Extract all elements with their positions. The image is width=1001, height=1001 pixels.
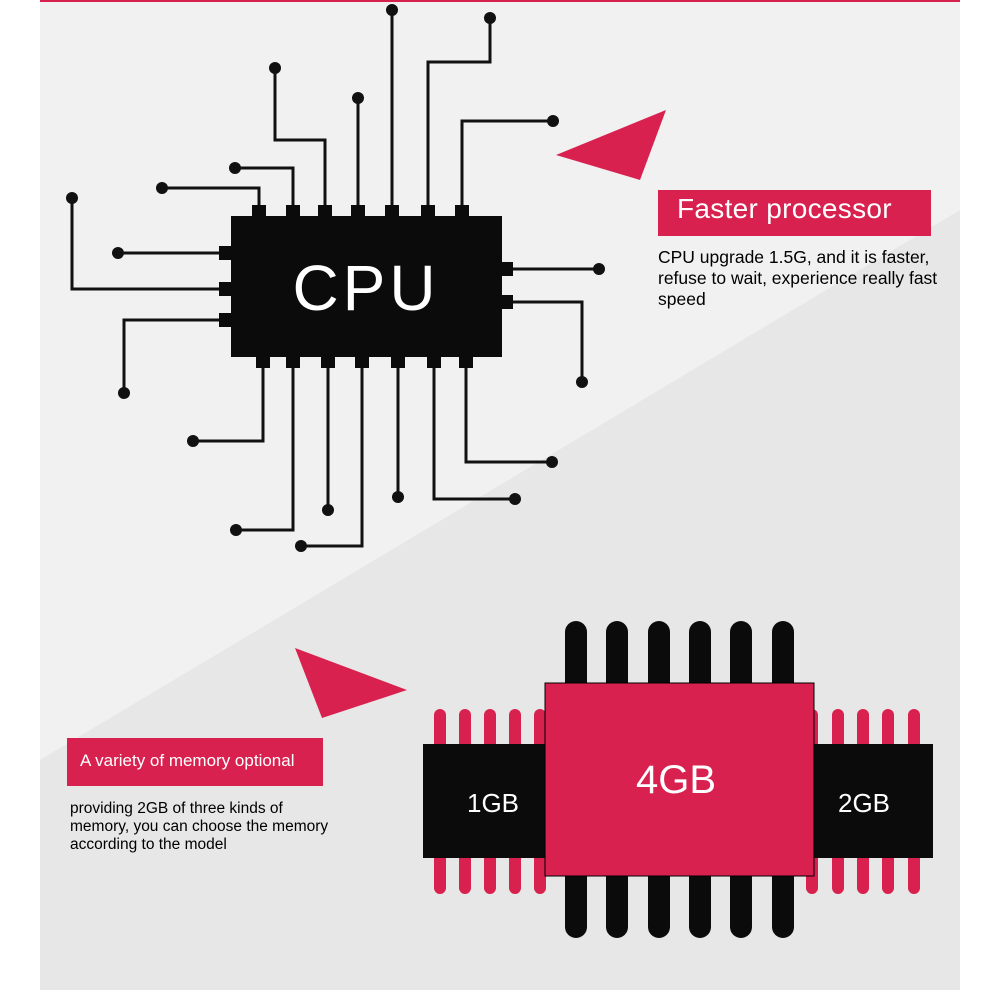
memory-option-1gb: 1GB — [467, 788, 519, 818]
cpu-pin — [499, 295, 513, 309]
memory-pin — [730, 866, 752, 938]
cpu-pin — [321, 354, 335, 368]
memory-side-pin — [484, 852, 496, 894]
cpu-pin — [286, 205, 300, 219]
memory-side-pin — [832, 709, 844, 751]
cpu-pin — [499, 262, 513, 276]
cpu-chip — [231, 216, 502, 357]
memory-pin — [565, 866, 587, 938]
memory-side-pin — [908, 709, 920, 751]
cpu-pin — [427, 354, 441, 368]
memory-pin — [648, 621, 670, 695]
cpu-pin — [459, 354, 473, 368]
cpu-pin — [219, 313, 233, 327]
cpu-chip-label: CPU — [292, 252, 439, 324]
memory-pin — [689, 621, 711, 695]
memory-pointer-triangle — [295, 648, 407, 718]
memory-side-pin — [882, 709, 894, 751]
memory-side-pins — [434, 709, 920, 894]
memory-pin — [648, 866, 670, 938]
memory-pin — [606, 621, 628, 695]
memory-module-1gb — [423, 744, 545, 858]
cpu-pin — [318, 205, 332, 219]
cpu-pin — [351, 205, 365, 219]
cpu-pin — [385, 205, 399, 219]
memory-side-pin — [534, 709, 546, 751]
top-accent-line — [40, 0, 960, 2]
cpu-pin — [219, 246, 233, 260]
cpu-pin — [256, 354, 270, 368]
cpu-description: CPU upgrade 1.5G, and it is faster, refu… — [658, 247, 938, 309]
memory-option-2gb: 2GB — [838, 788, 890, 818]
memory-side-pin — [857, 852, 869, 894]
cpu-pin — [286, 354, 300, 368]
memory-pin — [772, 621, 794, 695]
memory-pin — [730, 621, 752, 695]
cpu-pin — [455, 205, 469, 219]
memory-side-pin — [882, 852, 894, 894]
cpu-pin — [391, 354, 405, 368]
memory-main-pins — [565, 621, 794, 938]
memory-side-pin — [484, 709, 496, 751]
memory-side-pin — [459, 709, 471, 751]
memory-pin — [772, 866, 794, 938]
memory-side-pin — [434, 709, 446, 751]
cpu-trace-endpoints — [66, 4, 605, 552]
memory-pin — [689, 866, 711, 938]
memory-side-pin — [509, 852, 521, 894]
memory-module-4gb — [544, 682, 815, 877]
memory-side-pin — [832, 852, 844, 894]
cpu-chip-pins — [219, 205, 513, 368]
memory-module-2gb — [813, 744, 933, 858]
cpu-pin — [219, 282, 233, 296]
memory-side-pin — [534, 852, 546, 894]
cpu-pointer-triangle — [556, 110, 666, 180]
memory-heading: A variety of memory optional — [80, 751, 295, 770]
memory-side-pin — [908, 852, 920, 894]
memory-side-pin — [459, 852, 471, 894]
memory-option-4gb: 4GB — [636, 758, 716, 802]
cpu-pin — [421, 205, 435, 219]
memory-description: providing 2GB of three kinds of memory, … — [70, 800, 329, 853]
memory-side-pin — [509, 709, 521, 751]
memory-side-pin — [857, 709, 869, 751]
cpu-pin — [252, 205, 266, 219]
cpu-heading-banner — [658, 190, 931, 236]
cpu-heading: Faster processor — [677, 193, 892, 224]
memory-pin — [606, 866, 628, 938]
memory-heading-banner — [67, 738, 323, 786]
cpu-pin — [355, 354, 369, 368]
memory-side-pin — [434, 852, 446, 894]
memory-pin — [565, 621, 587, 695]
cpu-circuit-traces — [70, 10, 599, 548]
